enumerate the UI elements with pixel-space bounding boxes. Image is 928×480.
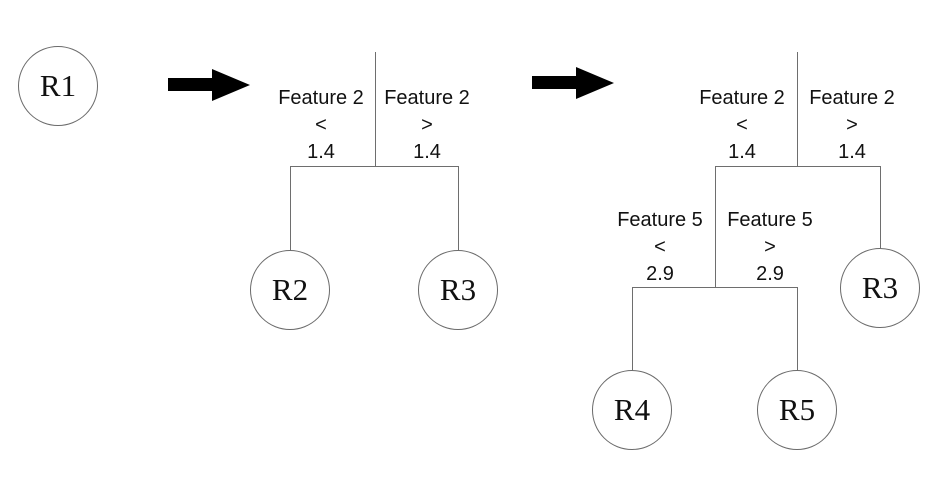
tree1-root-edge — [375, 52, 376, 167]
branch-feature: Feature 2 — [699, 87, 785, 109]
branch-feature: Feature 5 — [727, 209, 813, 231]
branch-threshold: 1.4 — [307, 141, 335, 163]
branch-operator: > — [421, 114, 433, 136]
branch-threshold: 1.4 — [838, 141, 866, 163]
branch-operator: > — [764, 236, 776, 258]
leaf-node-r4: R4 — [592, 370, 672, 450]
tree2-r5-edge — [797, 287, 798, 370]
tree2-top-right-branch-label: Feature 2 > 1.4 — [797, 85, 907, 166]
tree1-right-branch-label: Feature 2 > 1.4 — [372, 85, 482, 166]
tree2-right-edge — [880, 166, 881, 248]
node-label: R2 — [271, 272, 309, 307]
tree2-top-left-branch-label: Feature 2 < 1.4 — [687, 85, 797, 166]
branch-threshold: 2.9 — [756, 263, 784, 285]
leaf-node-r5: R5 — [757, 370, 837, 450]
tree1-left-branch-label: Feature 2 < 1.4 — [266, 85, 376, 166]
tree2-left-edge — [715, 166, 716, 288]
tree2-mid-right-branch-label: Feature 5 > 2.9 — [715, 207, 825, 288]
tree1-split-bar — [290, 166, 458, 167]
branch-feature: Feature 2 — [809, 87, 895, 109]
node-label: R4 — [613, 392, 651, 427]
tree1-right-edge — [458, 166, 459, 250]
arrow-head — [576, 67, 614, 99]
leaf-node-r2: R2 — [250, 250, 330, 330]
tree2-top-split-bar — [715, 166, 881, 167]
root-node-r1: R1 — [18, 46, 98, 126]
node-label: R5 — [778, 392, 816, 427]
right-arrow-icon — [168, 69, 250, 101]
arrow-shaft — [532, 76, 578, 89]
branch-threshold: 1.4 — [413, 141, 441, 163]
leaf-node-r3: R3 — [418, 250, 498, 330]
branch-operator: < — [736, 114, 748, 136]
node-label: R3 — [861, 270, 899, 305]
branch-operator: > — [846, 114, 858, 136]
arrow-shaft — [168, 78, 214, 91]
branch-feature: Feature 2 — [278, 87, 364, 109]
node-label: R1 — [39, 68, 77, 103]
tree2-r4-edge — [632, 287, 633, 370]
branch-threshold: 2.9 — [646, 263, 674, 285]
tree2-mid-split-bar — [632, 287, 798, 288]
tree2-root-edge — [797, 52, 798, 167]
right-arrow-icon — [532, 67, 614, 99]
branch-operator: < — [654, 236, 666, 258]
leaf-node-r3: R3 — [840, 248, 920, 328]
branch-feature: Feature 2 — [384, 87, 470, 109]
node-label: R3 — [439, 272, 477, 307]
tree1-left-edge — [290, 166, 291, 250]
tree2-mid-left-branch-label: Feature 5 < 2.9 — [605, 207, 715, 288]
branch-threshold: 1.4 — [728, 141, 756, 163]
arrow-head — [212, 69, 250, 101]
branch-feature: Feature 5 — [617, 209, 703, 231]
branch-operator: < — [315, 114, 327, 136]
